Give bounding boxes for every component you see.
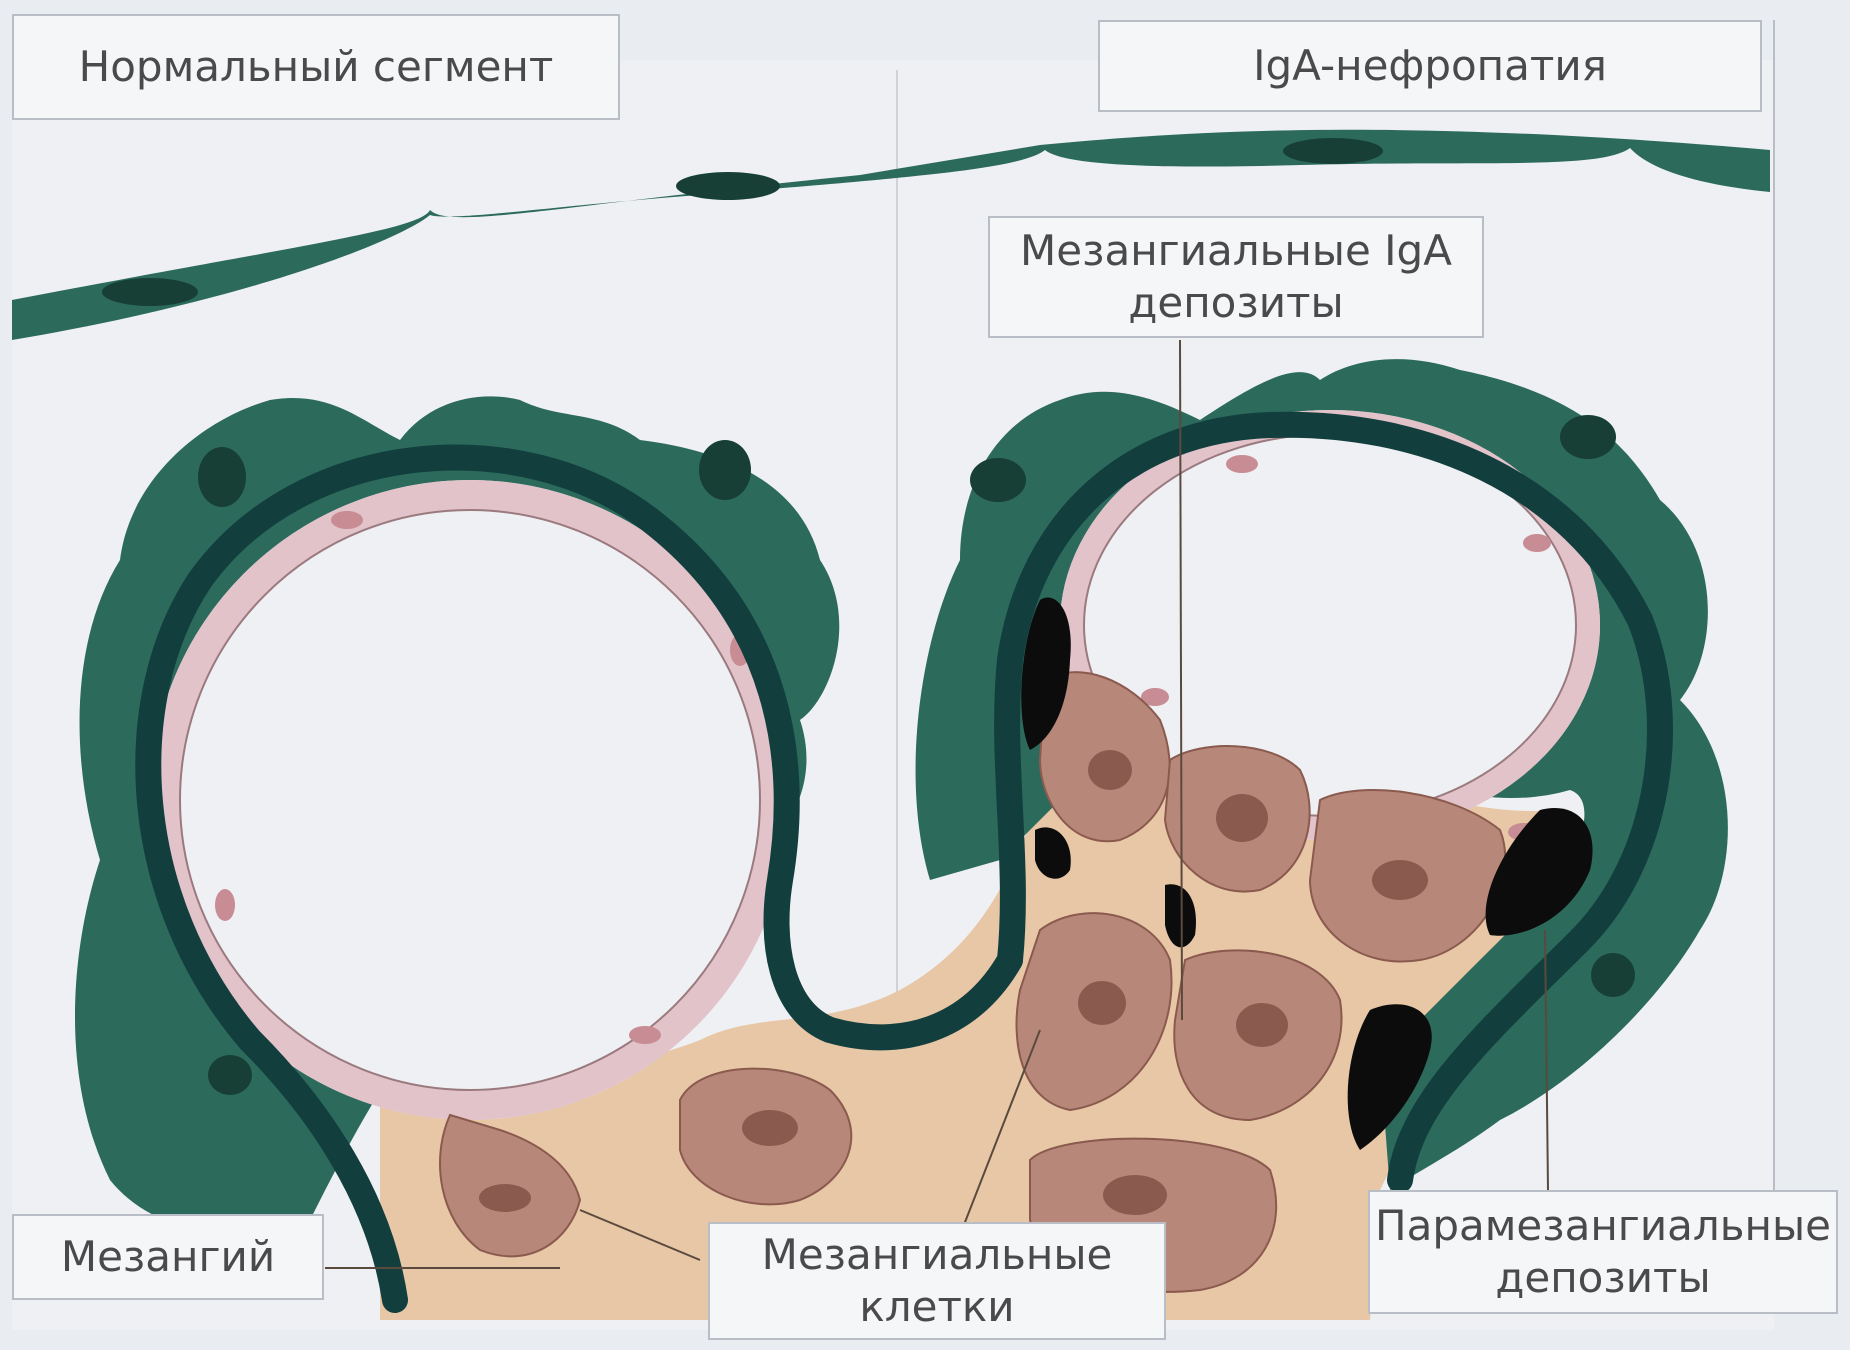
mesangial-nucleus <box>1088 750 1132 790</box>
label-mesangial-cells-line2: клетки <box>859 1281 1014 1333</box>
mesangial-nucleus <box>1078 981 1126 1025</box>
endothelial-nucleus <box>1523 534 1551 552</box>
label-iga-nephropathy: IgA-нефропатия <box>1098 20 1762 112</box>
podocyte-nucleus <box>198 447 246 507</box>
endothelial-nucleus <box>629 1026 661 1044</box>
mesangial-nucleus <box>1216 794 1268 842</box>
endothelial-nucleus <box>1226 455 1258 473</box>
label-mesangial-iga-line1: Мезангиальные IgA <box>1020 225 1452 277</box>
parietal-nucleus <box>1283 138 1383 164</box>
label-mesangial-cells: Мезангиальные клетки <box>708 1222 1166 1340</box>
label-mesangial-iga-deposits: Мезангиальные IgA депозиты <box>988 216 1484 338</box>
parietal-nucleus <box>102 278 198 306</box>
podocyte-nucleus <box>1560 415 1616 459</box>
label-paramesangial-line1: Парамезангиальные <box>1375 1200 1831 1252</box>
podocyte-nucleus <box>970 458 1026 502</box>
label-paramesangial-deposits: Парамезангиальные депозиты <box>1368 1190 1838 1314</box>
parietal-nucleus <box>676 172 780 200</box>
label-mesangial-iga-line2: депозиты <box>1128 277 1343 329</box>
label-mesangium-text: Мезангий <box>61 1231 275 1283</box>
mesangial-nucleus <box>742 1110 798 1146</box>
label-mesangium: Мезангий <box>12 1214 324 1300</box>
podocyte-nucleus <box>1591 953 1635 997</box>
label-paramesangial-line2: депозиты <box>1495 1252 1710 1304</box>
mesangial-nucleus <box>1103 1175 1167 1215</box>
endothelial-nucleus <box>331 511 363 529</box>
label-normal-segment-text: Нормальный сегмент <box>79 41 554 93</box>
label-iga-nephropathy-text: IgA-нефропатия <box>1253 40 1607 92</box>
podocyte-nucleus <box>208 1055 252 1095</box>
mesangial-nucleus <box>1236 1003 1288 1047</box>
mesangial-nucleus <box>479 1184 531 1212</box>
label-mesangial-cells-line1: Мезангиальные <box>762 1229 1113 1281</box>
label-normal-segment: Нормальный сегмент <box>12 14 620 120</box>
endothelial-nucleus <box>215 889 235 921</box>
podocyte-nucleus <box>699 440 751 500</box>
mesangial-nucleus <box>1372 860 1428 900</box>
